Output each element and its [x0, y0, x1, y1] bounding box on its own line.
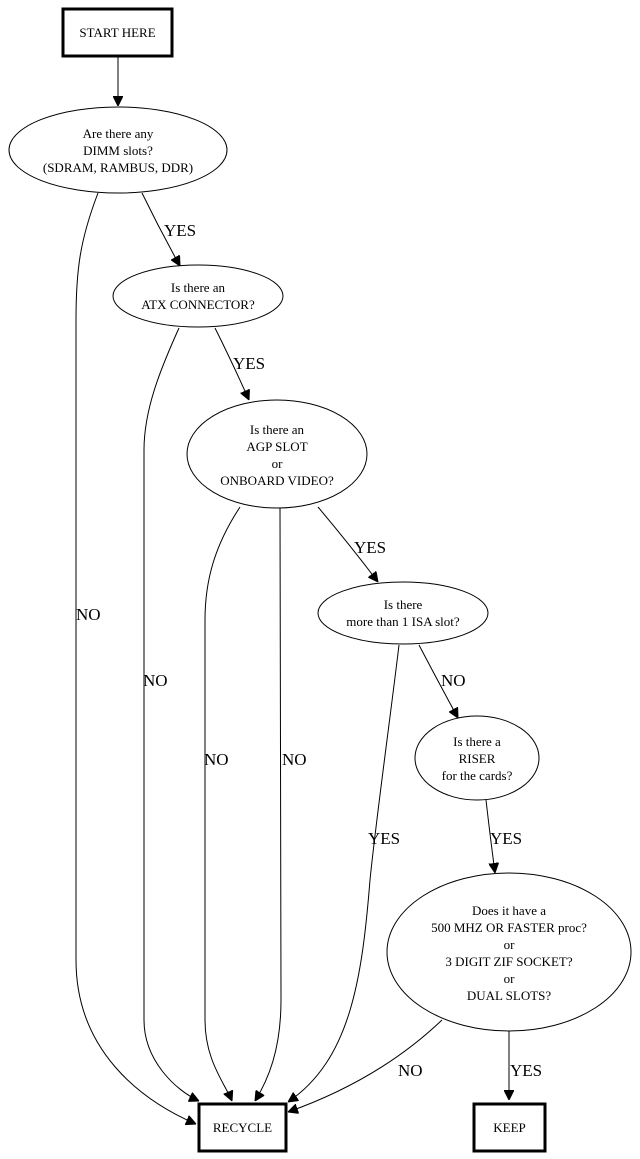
- node-dimm: Are there any DIMM slots? (SDRAM, RAMBUS…: [8, 106, 228, 194]
- node-proc-line-5: or: [504, 971, 516, 986]
- edge-label-riser-proc: YES: [490, 829, 522, 848]
- node-isa-line-2: more than 1 ISA slot?: [346, 614, 460, 629]
- edge-dimm-recycle: [75, 192, 196, 1124]
- node-riser-line-2: RISER: [459, 751, 496, 766]
- node-atx-line-2: ATX CONNECTOR?: [141, 297, 255, 312]
- edge-proc-recycle: [288, 1019, 443, 1112]
- edge-riser-proc: [485, 799, 495, 873]
- edge-dimm-atx: [141, 192, 180, 266]
- edge-labels: YES NO YES NO YES NO NO NO YES YES NO YE…: [76, 221, 542, 1080]
- node-atx: Is there an ATX CONNECTOR?: [112, 264, 284, 328]
- edge-label-dimm-atx: YES: [164, 221, 196, 240]
- edge-label-agp-isa: YES: [354, 538, 386, 557]
- node-riser-line-3: for the cards?: [442, 768, 513, 783]
- node-agp-line-3: or: [272, 456, 284, 471]
- edge-agp-recycle-1: [204, 506, 241, 1101]
- edges: [75, 57, 509, 1124]
- node-proc-line-1: Does it have a: [472, 903, 546, 918]
- edge-agp-recycle-2: [255, 507, 282, 1101]
- node-recycle-label: RECYCLE: [213, 1120, 272, 1135]
- node-start-label: START HERE: [79, 25, 155, 40]
- edge-label-proc-keep: YES: [510, 1061, 542, 1080]
- node-start: START HERE: [61, 7, 174, 58]
- edge-label-atx-recycle: NO: [143, 671, 168, 690]
- node-agp-line-2: AGP SLOT: [246, 439, 307, 454]
- node-isa-line-1: Is there: [384, 597, 423, 612]
- edge-atx-recycle: [143, 327, 199, 1101]
- node-keep-label: KEEP: [493, 1120, 526, 1135]
- node-proc-line-4: 3 DIGIT ZIF SOCKET?: [445, 954, 572, 969]
- node-recycle: RECYCLE: [197, 1102, 288, 1153]
- edge-isa-recycle: [288, 644, 400, 1102]
- node-proc-line-3: or: [504, 937, 516, 952]
- edge-isa-riser: [418, 644, 458, 718]
- node-atx-line-1: Is there an: [171, 280, 226, 295]
- node-riser-line-1: Is there a: [453, 734, 501, 749]
- edge-label-agp-recycle-2: NO: [282, 750, 307, 769]
- node-proc-line-6: DUAL SLOTS?: [467, 988, 552, 1003]
- node-agp: Is there an AGP SLOT or ONBOARD VIDEO?: [186, 399, 368, 509]
- edge-atx-agp: [214, 327, 249, 400]
- node-proc-line-2: 500 MHZ OR FASTER proc?: [431, 920, 587, 935]
- edge-label-dimm-recycle: NO: [76, 605, 101, 624]
- node-dimm-line-1: Are there any: [83, 126, 154, 141]
- edge-label-isa-riser: NO: [441, 671, 466, 690]
- node-agp-line-4: ONBOARD VIDEO?: [220, 473, 334, 488]
- node-dimm-line-2: DIMM slots?: [83, 143, 153, 158]
- node-isa: Is there more than 1 ISA slot?: [317, 581, 489, 645]
- node-dimm-line-3: (SDRAM, RAMBUS, DDR): [43, 160, 193, 175]
- edge-label-isa-recycle: YES: [368, 829, 400, 848]
- edge-label-atx-agp: YES: [233, 354, 265, 373]
- node-riser: Is there a RISER for the cards?: [414, 715, 540, 801]
- node-keep: KEEP: [472, 1102, 547, 1153]
- edge-label-agp-recycle-1: NO: [204, 750, 229, 769]
- edge-agp-isa: [317, 506, 378, 582]
- edge-label-proc-recycle: NO: [398, 1061, 423, 1080]
- node-proc: Does it have a 500 MHZ OR FASTER proc? o…: [386, 872, 632, 1032]
- node-agp-line-1: Is there an: [250, 422, 305, 437]
